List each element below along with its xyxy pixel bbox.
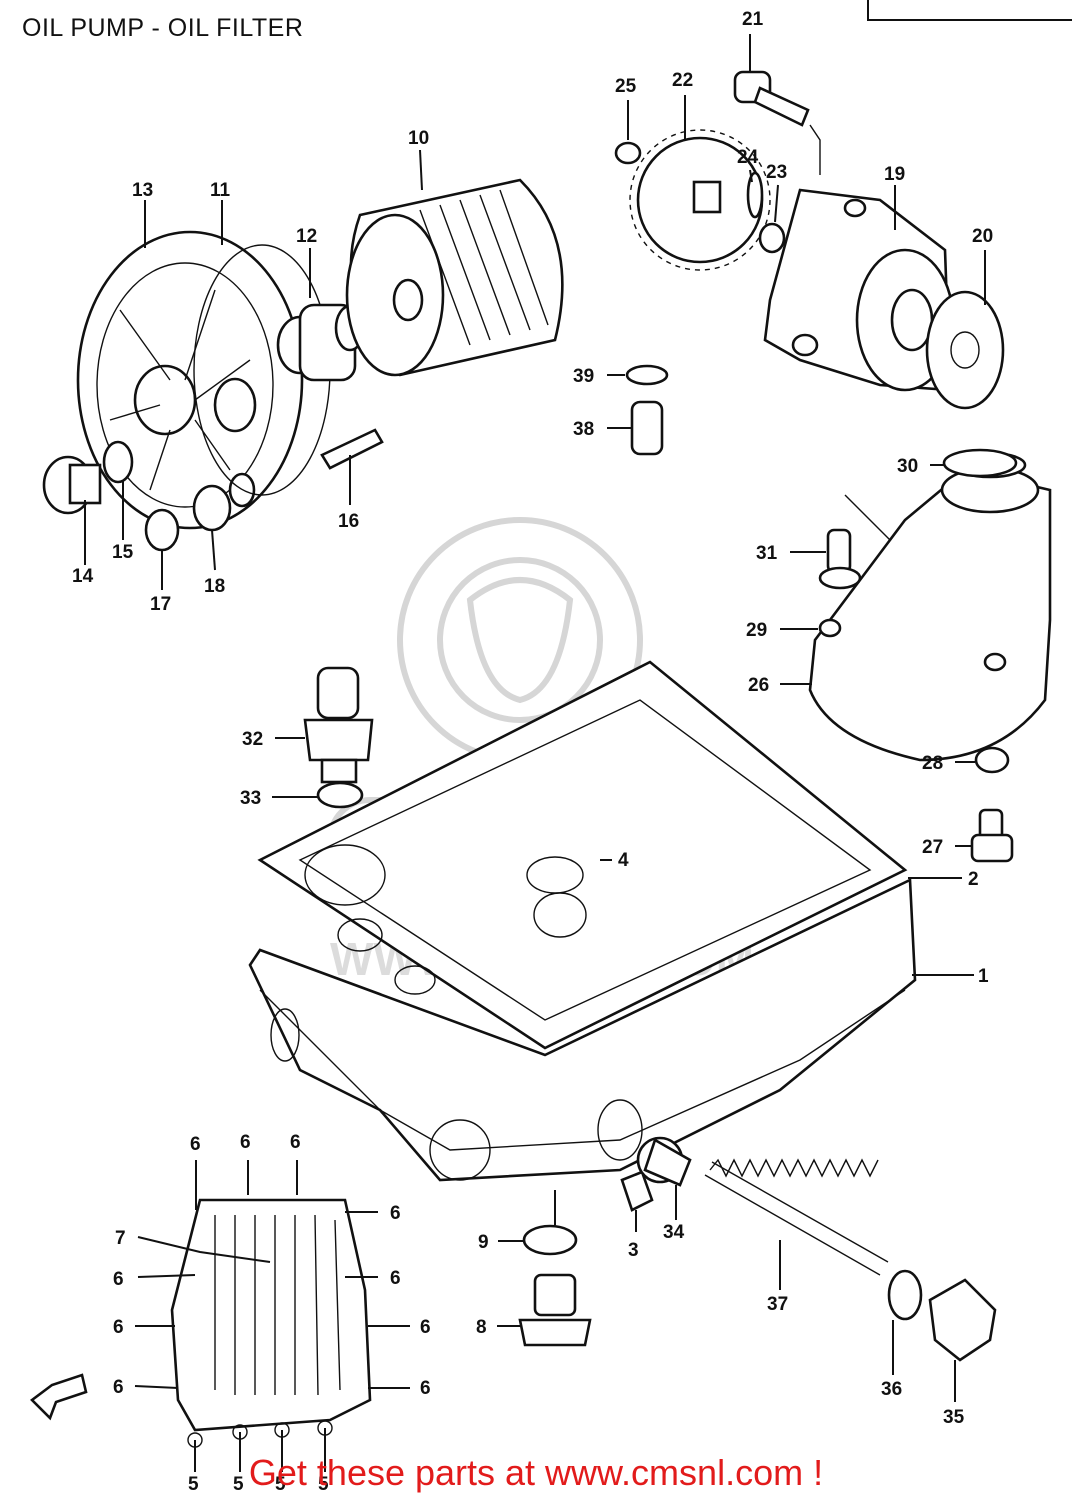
washer-28 <box>974 746 1010 774</box>
callout-5: 5 <box>318 1474 329 1495</box>
callout-6: 6 <box>113 1269 124 1290</box>
callout-7: 7 <box>115 1228 126 1249</box>
strainer-guide-line <box>844 494 891 541</box>
callout-labels: 21 22 25 24 23 19 20 10 11 13 12 39 38 3… <box>72 9 993 1495</box>
callout-13: 13 <box>132 180 153 201</box>
pump-bolt <box>733 70 810 127</box>
callout-32: 32 <box>242 729 263 750</box>
callout-23: 23 <box>766 162 787 183</box>
callout-22: 22 <box>672 70 693 91</box>
callout-21: 21 <box>742 9 764 30</box>
drain-plug <box>518 1273 592 1347</box>
callout-1: 1 <box>978 966 989 987</box>
callout-35: 35 <box>943 1407 965 1428</box>
strainer-bolt <box>818 528 862 590</box>
callout-11: 11 <box>210 180 231 201</box>
callout-25: 25 <box>615 76 637 97</box>
relief-valve <box>636 1136 692 1187</box>
callout-19: 19 <box>884 164 905 185</box>
callout-6: 6 <box>190 1134 201 1155</box>
callout-24: 24 <box>737 147 759 168</box>
callout-12: 12 <box>296 226 317 247</box>
callout-27: 27 <box>922 837 943 858</box>
callout-6: 6 <box>420 1378 431 1399</box>
callout-34: 34 <box>663 1222 685 1243</box>
oil-filter <box>345 178 564 377</box>
relief-spring <box>704 1161 889 1276</box>
callout-38: 38 <box>573 419 594 440</box>
callout-31: 31 <box>756 543 778 564</box>
callout-2: 2 <box>968 869 979 890</box>
page-title: OIL PUMP - OIL FILTER <box>22 14 304 42</box>
callout-6: 6 <box>390 1268 401 1289</box>
plug-gasket <box>102 440 134 484</box>
oil-pipe <box>630 400 664 456</box>
callout-28: 28 <box>922 753 943 774</box>
leader-lines <box>84 34 986 1472</box>
callout-5: 5 <box>233 1474 244 1495</box>
footer-link-text[interactable]: Get these parts at www.cmsnl.com ! <box>248 1452 824 1493</box>
callout-4: 4 <box>618 850 629 871</box>
spring-coil <box>709 1158 879 1178</box>
pump-gear <box>629 129 771 271</box>
callout-17: 17 <box>150 594 171 615</box>
oil-pump <box>763 188 955 392</box>
callout-16: 16 <box>338 511 359 532</box>
o-ring <box>625 364 669 386</box>
bolt-leader-line <box>809 124 821 175</box>
callout-6: 6 <box>420 1317 431 1338</box>
callout-6: 6 <box>390 1203 401 1224</box>
oil-filter-cover <box>76 230 304 532</box>
front-arrow-icon <box>30 1373 88 1421</box>
oil-pressure-switch <box>303 666 374 784</box>
callout-18: 18 <box>204 576 225 597</box>
callout-5: 5 <box>275 1474 286 1495</box>
callout-33: 33 <box>240 788 261 809</box>
callout-6: 6 <box>113 1317 124 1338</box>
cap <box>144 508 180 552</box>
circlip <box>614 141 642 165</box>
callout-3: 3 <box>628 1240 639 1261</box>
callout-39: 39 <box>573 366 594 387</box>
pump-gasket <box>925 290 1005 410</box>
callout-15: 15 <box>112 542 134 563</box>
oil-strainer <box>808 451 1052 762</box>
callout-6: 6 <box>113 1377 124 1398</box>
callout-6: 6 <box>240 1132 251 1153</box>
callout-10: 10 <box>408 128 429 149</box>
oil-pan <box>248 856 917 1182</box>
callout-20: 20 <box>972 226 993 247</box>
callout-37: 37 <box>767 1294 788 1315</box>
callout-26: 26 <box>748 675 769 696</box>
pin <box>746 171 764 219</box>
lower-oil-pan <box>170 1198 372 1448</box>
drain-washer <box>522 1224 578 1256</box>
callout-8: 8 <box>476 1317 487 1338</box>
oil-pan-gasket <box>257 660 908 1050</box>
callout-5: 5 <box>188 1474 199 1495</box>
callout-36: 36 <box>881 1379 902 1400</box>
callout-14: 14 <box>72 566 94 587</box>
callout-29: 29 <box>746 620 767 641</box>
relief-plug <box>928 1278 997 1362</box>
frame-corner <box>867 0 1072 21</box>
cover-plug <box>42 455 102 515</box>
callout-30: 30 <box>897 456 918 477</box>
callout-9: 9 <box>478 1232 489 1253</box>
strainer-o-ring <box>942 448 1018 478</box>
washer <box>758 222 786 254</box>
switch-gasket <box>316 781 364 809</box>
bolt-27 <box>970 808 1014 863</box>
stud <box>320 428 384 470</box>
callout-6: 6 <box>290 1132 301 1153</box>
plug-washer <box>887 1269 923 1321</box>
plug-3 <box>620 1170 654 1212</box>
